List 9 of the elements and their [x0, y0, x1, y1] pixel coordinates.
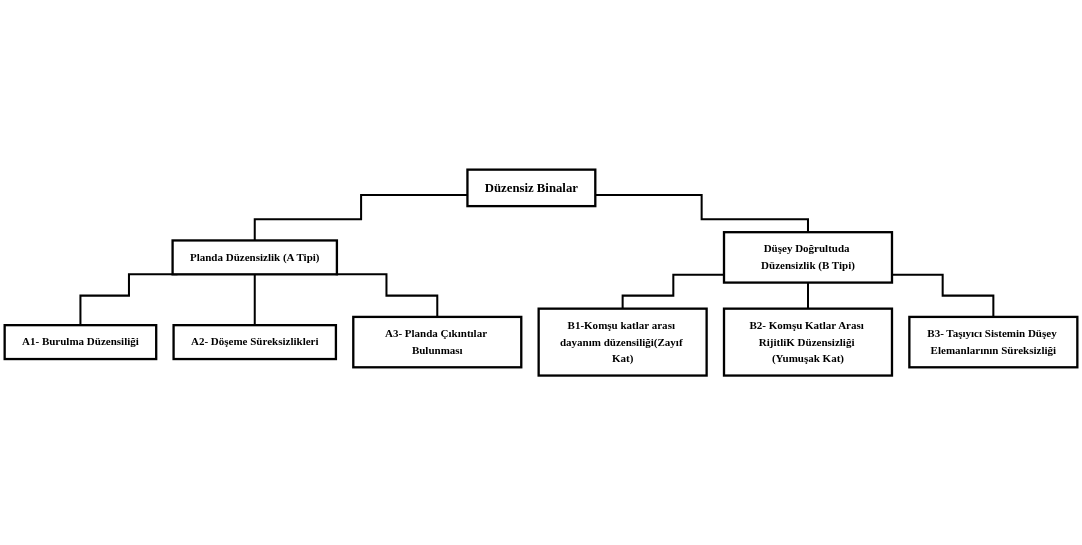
- node-box: A2- Döşeme Süreksizlikleri: [172, 323, 338, 361]
- node-box: A1- Burulma Düzensiliği: [3, 323, 158, 361]
- node-box: B1-Komşu katlar arası dayanım düzensiliği(Zayıf Kat): [537, 307, 708, 377]
- node-box: B3- Taşıyıcı Sistemin Düşey Elemanlarının Süreksizliği: [908, 315, 1079, 369]
- node-box: Düzensiz Binalar: [466, 168, 597, 208]
- node-box: Düşey Doğrultuda Düzensizlik (B Tipi): [722, 230, 894, 284]
- node-box: Planda Düzensizlik (A Tipi): [171, 239, 339, 276]
- node-box: B2- Komşu Katlar Arası RijitliK Düzensizliği (Yumuşak Kat): [722, 307, 894, 377]
- node-box: A3- Planda Çıkıntılar Bulunması: [352, 315, 523, 369]
